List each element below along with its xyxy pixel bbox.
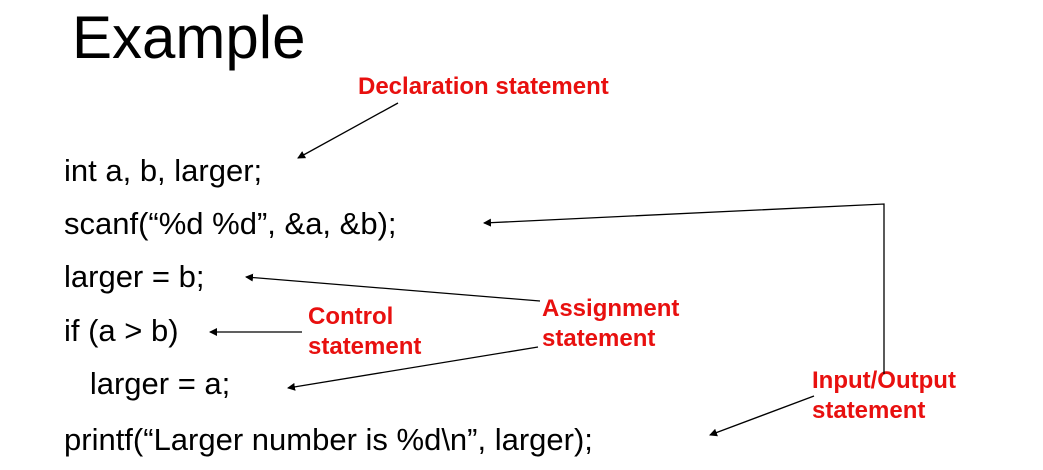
code-line-declaration: int a, b, larger; bbox=[64, 153, 263, 188]
label-assignment-line2: statement bbox=[542, 325, 656, 352]
arrow-io-to-printf bbox=[709, 395, 815, 437]
code-line-printf: printf(“Larger number is %d\n”, larger); bbox=[64, 422, 593, 457]
code-line-assign-b: larger = b; bbox=[64, 259, 205, 294]
label-control-statement: Control statement bbox=[308, 302, 421, 362]
arrow-assignment-to-larger-b bbox=[245, 273, 541, 302]
label-control-line2: statement bbox=[308, 333, 422, 360]
label-control-line1: Control bbox=[308, 303, 394, 330]
label-io-line2: statement bbox=[812, 397, 926, 424]
slide-title: Example bbox=[72, 4, 306, 71]
arrow-io-to-scanf bbox=[483, 203, 885, 374]
code-line-assign-a: larger = a; bbox=[64, 366, 231, 401]
arrow-declaration bbox=[297, 102, 399, 159]
code-line-if: if (a > b) bbox=[64, 313, 179, 348]
arrow-assignment-to-larger-a bbox=[287, 346, 539, 391]
label-declaration-statement: Declaration statement bbox=[358, 73, 609, 100]
label-assignment-line1: Assignment bbox=[542, 295, 680, 322]
label-assignment-statement: Assignment statement bbox=[542, 294, 679, 354]
code-line-scanf: scanf(“%d %d”, &a, &b); bbox=[64, 206, 397, 241]
